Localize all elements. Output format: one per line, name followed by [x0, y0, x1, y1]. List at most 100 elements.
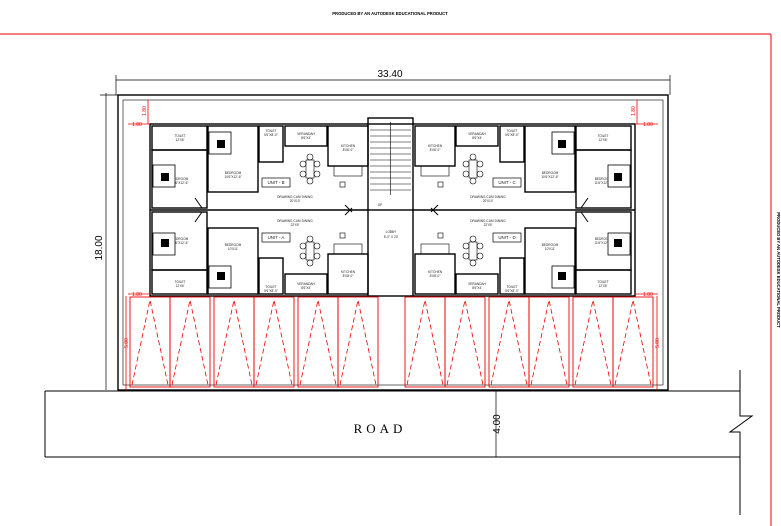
room-size: 20'X10'	[290, 199, 301, 203]
dining-table-icon	[299, 235, 321, 267]
room-name: KITCHEN	[428, 144, 443, 148]
road: ROAD 4.00	[44, 370, 754, 515]
room-size: 12'X6'	[599, 284, 608, 288]
unit-2: TOILET12'X6'BEDROOM11'6"X12'-6"BEDROOM10…	[414, 125, 632, 223]
room-name: VERANDAH	[297, 282, 315, 286]
room-walls	[499, 257, 525, 295]
lobby: LOBBY 8'-0" X 20'	[367, 210, 414, 296]
parking-bay	[404, 296, 446, 388]
plot-boundary	[117, 94, 669, 391]
room-name: DRAWING CUM DINING	[277, 219, 313, 223]
setback-dimensions: 1.80 1.80 1.80 1.80 1.80 1.80 5.80 5.80	[124, 100, 661, 391]
parking-bay	[612, 296, 654, 388]
room-name: BEDROOM	[595, 237, 612, 241]
room-size: 8'6"X4'	[301, 136, 311, 140]
room-size: 22'X9'	[484, 223, 493, 227]
sofa-icon	[420, 232, 450, 255]
unit-label-box	[492, 232, 522, 243]
overall-width-label: 33.40	[377, 69, 402, 80]
unit-3: TOILET12'X6'BEDROOM11'6"X12'-6"BEDROOM10…	[414, 197, 632, 295]
room-size: 11'6"X12'-6"	[171, 181, 188, 185]
room-name: VERANDAH	[468, 132, 486, 136]
room-walls	[207, 227, 259, 295]
room-size: 8'6"X4'	[472, 286, 482, 290]
room-size: 5'6"X8'-0"	[264, 289, 278, 293]
parking-arrow-icon	[299, 299, 337, 386]
room-name: TOILET	[174, 280, 185, 284]
road-label: ROAD	[354, 421, 407, 436]
dining-table-icon	[462, 235, 484, 267]
door-icon	[344, 207, 353, 216]
parking-depth-right: 5.80	[655, 338, 661, 348]
parking-bay	[129, 296, 171, 388]
unit-label: UNIT - D	[498, 235, 515, 240]
pillow-icon	[558, 140, 566, 148]
parking-arrow-icon	[339, 299, 377, 386]
room-name: TOILET	[597, 280, 608, 284]
room-walls	[284, 273, 328, 295]
overall-depth-dimension: 18.00	[94, 93, 118, 390]
pillow-icon	[161, 239, 169, 247]
setback-left-bottom: 1.80	[132, 292, 142, 298]
lobby-size: 8'-0" X 20'	[384, 235, 399, 239]
parking-arrow-icon	[530, 299, 568, 386]
parking-area	[129, 296, 654, 388]
room-name: KITCHEN	[341, 144, 356, 148]
staircase: UP	[367, 117, 414, 211]
door-icon	[344, 204, 353, 213]
parking-arrow-icon	[171, 299, 209, 386]
pillow-icon	[217, 140, 225, 148]
door-icon	[430, 207, 439, 216]
parking-depth-left: 5.80	[124, 338, 130, 348]
parking-bay	[528, 296, 570, 388]
unit-label: UNIT - C	[498, 180, 515, 185]
pillow-icon	[558, 272, 566, 280]
unit-label: UNIT - A	[268, 235, 285, 240]
room-name: TOILET	[265, 129, 276, 133]
room-name: BEDROOM	[172, 237, 189, 241]
parking-bay	[337, 296, 379, 388]
parking-bay	[297, 296, 339, 388]
room-walls	[284, 125, 328, 147]
room-name: DRAWING CUM DINING	[277, 195, 313, 199]
setback-right-top: 1.80	[643, 122, 653, 128]
room-name: TOILET	[506, 285, 517, 289]
room-size: 10'X11'	[228, 247, 239, 251]
room-walls	[455, 273, 499, 295]
room-size: 11'6"X12'-6"	[594, 241, 611, 245]
room-name: VERANDAH	[468, 282, 486, 286]
room-name: KITCHEN	[341, 270, 356, 274]
room-size: 5'6"X8'-0"	[505, 133, 519, 137]
room-size: 8'6"X4'	[301, 286, 311, 290]
break-line-icon	[728, 370, 754, 515]
room-name: BEDROOM	[595, 177, 612, 181]
door-icon	[580, 211, 589, 223]
room-name: VERANDAH	[297, 132, 315, 136]
room-name: BEDROOM	[225, 171, 242, 175]
parking-arrow-icon	[446, 299, 484, 386]
room-size: 12'X6'	[599, 138, 608, 142]
room-name: DRAWING CUM DINING	[470, 195, 506, 199]
room-size: 8'X8'-0"	[430, 274, 441, 278]
room-size: 10'6"X12'-6"	[224, 175, 241, 179]
room-size: 5'6"X8'-0"	[264, 133, 278, 137]
setback-left-top: 1.80	[132, 122, 142, 128]
sofa-icon	[333, 165, 363, 188]
parking-arrow-icon	[490, 299, 528, 386]
setback-top-left: 1.80	[142, 106, 148, 116]
